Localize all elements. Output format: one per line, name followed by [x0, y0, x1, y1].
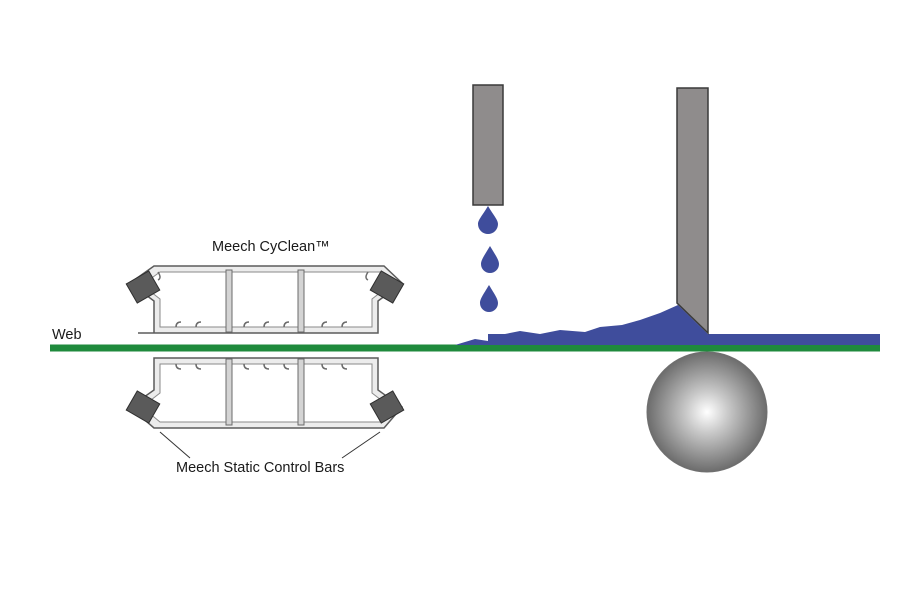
cyclean-right-emitter	[369, 270, 405, 304]
static-bar-right-emitter	[369, 390, 405, 424]
static-bar-left-emitter	[125, 390, 161, 424]
web-line	[50, 344, 880, 352]
cyclean-bar	[125, 265, 405, 334]
static-bars-leader-right	[341, 431, 381, 459]
backing-roller	[646, 351, 768, 473]
coating-layer	[455, 305, 880, 345]
static-bars-label: Meech Static Control Bars	[176, 460, 344, 476]
cyclean-left-emitter	[125, 270, 161, 304]
droplet-1	[478, 206, 498, 234]
static-control-bar	[125, 357, 405, 429]
droplet-3	[480, 285, 498, 312]
cyclean-label: Meech CyClean™	[212, 239, 330, 255]
static-bars-leader-left	[159, 431, 191, 459]
web-label: Web	[52, 327, 82, 343]
coating-nozzle	[472, 84, 504, 206]
doctor-blade	[676, 87, 709, 335]
droplet-2	[481, 246, 499, 273]
